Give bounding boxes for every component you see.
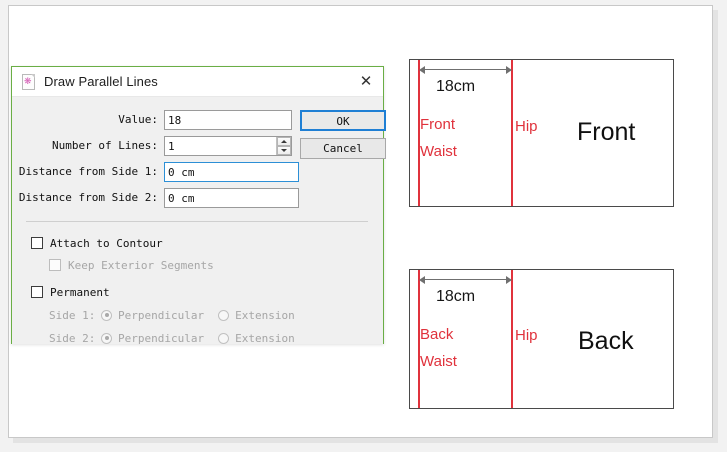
value-row: Value: — [12, 110, 158, 130]
draw-parallel-lines-dialog[interactable]: ❋ Draw Parallel Lines ✕ Value: Number of… — [11, 66, 386, 346]
back-dimension-arrow — [419, 274, 512, 285]
arrow-head-left-icon — [419, 65, 425, 74]
value-label: Value: — [118, 113, 158, 126]
number-of-lines-input[interactable] — [164, 136, 292, 156]
spinner-up-icon[interactable] — [277, 137, 291, 146]
front-piece-label: Front — [577, 118, 636, 146]
side-1-radio-group: Side 1: Perpendicular Extension — [49, 307, 309, 323]
dialog-titlebar[interactable]: ❋ Draw Parallel Lines ✕ — [12, 67, 383, 97]
side-1-label: Side 1: — [49, 308, 96, 322]
arrow-head-right-icon — [506, 275, 512, 284]
front-waist-label-line2: Waist — [420, 143, 457, 160]
dialog-body: Value: Number of Lines: Distance from Si… — [12, 97, 386, 346]
checkbox-box[interactable] — [31, 237, 43, 249]
back-pattern-rectangle[interactable]: 18cm Back Waist Hip Back — [409, 269, 674, 409]
distance-side-2-label: Distance from Side 2: — [18, 191, 158, 204]
keep-exterior-segments-checkbox: Keep Exterior Segments — [49, 257, 214, 273]
spinner-down-icon[interactable] — [277, 146, 291, 155]
back-piece-label: Back — [578, 327, 634, 355]
checkbox-box — [49, 259, 61, 271]
distance-side-1-label: Distance from Side 1: — [18, 165, 158, 178]
number-of-lines-row: Number of Lines: — [12, 136, 158, 156]
permanent-label: Permanent — [50, 285, 110, 299]
side-1-extension-label: Extension — [235, 308, 295, 322]
side-2-extension-radio[interactable] — [218, 332, 230, 344]
dialog-title: Draw Parallel Lines — [44, 74, 158, 89]
side-1-perpendicular-label: Perpendicular — [118, 308, 205, 322]
back-hip-line — [511, 270, 513, 408]
front-hip-label: Hip — [515, 118, 538, 135]
back-dimension-label: 18cm — [436, 288, 476, 305]
side-2-perpendicular-radio[interactable] — [101, 332, 112, 344]
cancel-button[interactable]: Cancel — [300, 138, 386, 159]
spinner-buttons[interactable] — [276, 137, 291, 155]
side-1-perpendicular-radio[interactable] — [101, 309, 112, 321]
arrow-head-right-icon — [506, 65, 512, 74]
back-waist-line — [418, 270, 420, 408]
permanent-checkbox[interactable]: Permanent — [31, 284, 110, 300]
attach-to-contour-checkbox[interactable]: Attach to Contour — [31, 235, 163, 251]
arrow-shaft — [423, 69, 508, 70]
side-1-extension-radio[interactable] — [218, 309, 230, 321]
front-waist-label-line1: Front — [420, 116, 456, 133]
value-input[interactable] — [164, 110, 292, 130]
side-2-label: Side 2: — [49, 331, 96, 345]
checkbox-box[interactable] — [31, 286, 43, 298]
number-of-lines-label: Number of Lines: — [52, 139, 158, 152]
back-hip-label: Hip — [515, 327, 538, 344]
document-pink-icon: ❋ — [20, 73, 36, 90]
back-waist-label-line2: Waist — [420, 353, 457, 370]
page-shadow-right — [713, 10, 718, 443]
distance-side-1-row: Distance from Side 1: — [12, 162, 158, 182]
attach-to-contour-label: Attach to Contour — [50, 236, 163, 250]
side-2-extension-label: Extension — [235, 331, 295, 345]
page-shadow-bottom — [13, 438, 718, 443]
arrow-shaft — [423, 279, 508, 280]
ok-button[interactable]: OK — [300, 110, 386, 131]
keep-exterior-segments-label: Keep Exterior Segments — [68, 258, 214, 272]
distance-side-1-input[interactable] — [164, 162, 299, 182]
front-dimension-arrow — [419, 64, 512, 75]
distance-side-2-input[interactable] — [164, 188, 299, 208]
distance-side-2-row: Distance from Side 2: — [12, 188, 158, 208]
close-icon[interactable]: ✕ — [353, 70, 379, 92]
side-2-perpendicular-label: Perpendicular — [118, 331, 205, 345]
front-waist-line — [418, 60, 420, 206]
front-hip-line — [511, 60, 513, 206]
number-of-lines-spinner[interactable] — [164, 136, 292, 156]
section-divider — [26, 221, 368, 222]
side-2-radio-group: Side 2: Perpendicular Extension — [49, 330, 309, 346]
back-waist-label-line1: Back — [420, 326, 454, 343]
front-dimension-label: 18cm — [436, 78, 476, 95]
front-pattern-rectangle[interactable]: 18cm Front Waist Hip Front — [409, 59, 674, 207]
arrow-head-left-icon — [419, 275, 425, 284]
